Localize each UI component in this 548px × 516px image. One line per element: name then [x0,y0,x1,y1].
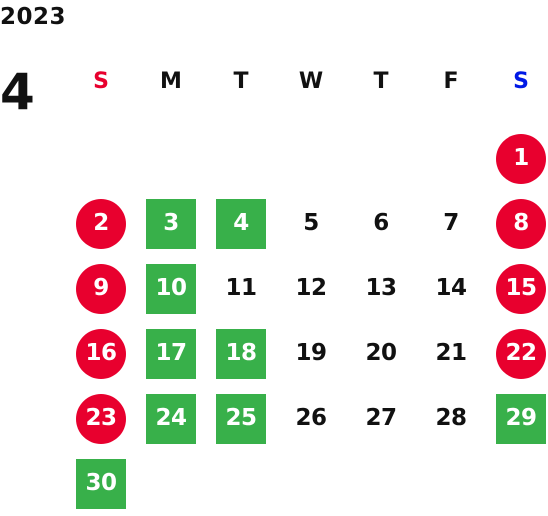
empty-day-cell [276,126,346,191]
day-cell: 28 [416,386,486,451]
day-placeholder [76,134,126,184]
day-number[interactable]: 12 [295,275,327,301]
day-number[interactable]: 29 [496,393,546,444]
day-cell: 20 [346,321,416,386]
day-cell: 8 [486,191,548,256]
day-cell: 5 [276,191,346,256]
empty-day-cell [66,126,136,191]
day-number[interactable]: 28 [435,405,467,431]
day-number[interactable]: 23 [76,393,126,444]
day-cell: 11 [206,256,276,321]
day-cell: 7 [416,191,486,256]
day-cell: 3 [136,191,206,256]
day-cell: 12 [276,256,346,321]
day-placeholder [216,134,266,184]
day-cell: 14 [416,256,486,321]
day-cell: 30 [66,451,136,516]
day-number[interactable]: 17 [146,328,196,379]
calendar-year: 2023 [0,4,67,30]
day-placeholder [286,134,336,184]
day-cell: 4 [206,191,276,256]
day-cell: 29 [486,386,548,451]
day-number[interactable]: 4 [216,198,266,249]
weekday-label: W [298,68,324,94]
day-number[interactable]: 18 [216,328,266,379]
day-number[interactable]: 19 [295,340,327,366]
day-placeholder [426,134,476,184]
day-cell: 25 [206,386,276,451]
day-number[interactable]: 30 [76,458,126,509]
day-cell: 15 [486,256,548,321]
day-cell: 2 [66,191,136,256]
day-cell: 24 [136,386,206,451]
day-placeholder [146,134,196,184]
weekday-label: M [160,68,182,94]
day-cell: 23 [66,386,136,451]
day-number[interactable]: 24 [146,393,196,444]
day-number[interactable]: 10 [146,263,196,314]
day-cell: 22 [486,321,548,386]
calendar-month: 4 [0,63,35,121]
day-number[interactable]: 15 [496,263,546,314]
day-number[interactable]: 9 [76,263,126,314]
weekday-label: T [373,68,389,94]
day-cell: 17 [136,321,206,386]
day-number[interactable]: 26 [295,405,327,431]
day-cell: 6 [346,191,416,256]
empty-day-cell [136,126,206,191]
day-number[interactable]: 5 [303,210,319,236]
empty-day-cell [416,126,486,191]
day-cell: 19 [276,321,346,386]
day-placeholder [356,134,406,184]
day-number[interactable]: 20 [365,340,397,366]
day-cell: 1 [486,126,548,191]
day-cell: 13 [346,256,416,321]
day-number[interactable]: 8 [496,198,546,249]
day-cell: 26 [276,386,346,451]
day-number[interactable]: 7 [443,210,459,236]
day-number[interactable]: 2 [76,198,126,249]
day-number[interactable]: 13 [365,275,397,301]
day-cell: 16 [66,321,136,386]
day-number[interactable]: 6 [373,210,389,236]
weekday-label: F [443,68,459,94]
day-number[interactable]: 11 [225,275,257,301]
empty-day-cell [346,126,416,191]
day-number[interactable]: 3 [146,198,196,249]
day-number[interactable]: 27 [365,405,397,431]
day-number[interactable]: 22 [496,328,546,379]
empty-day-cell [206,126,276,191]
day-cell: 21 [416,321,486,386]
day-cell: 27 [346,386,416,451]
day-number[interactable]: 21 [435,340,467,366]
weekday-label: T [233,68,249,94]
day-cell: 10 [136,256,206,321]
day-cell: 18 [206,321,276,386]
day-number[interactable]: 25 [216,393,266,444]
day-number[interactable]: 1 [496,133,546,184]
weekday-label: S [93,68,109,94]
day-cell: 9 [66,256,136,321]
day-number[interactable]: 16 [76,328,126,379]
weekday-label: S [513,68,529,94]
day-number[interactable]: 14 [435,275,467,301]
